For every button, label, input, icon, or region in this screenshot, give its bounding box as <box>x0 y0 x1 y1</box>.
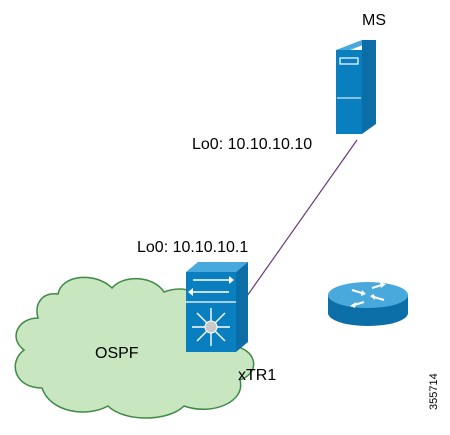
link-ms-xtr1 <box>246 139 358 297</box>
xtr1-loopback-label: Lo0: 10.10.10.1 <box>137 239 248 256</box>
xtr1-label: xTR1 <box>238 367 276 384</box>
ms-label: MS <box>362 12 386 29</box>
ms-loopback-label: Lo0: 10.10.10.10 <box>192 136 312 153</box>
server-icon <box>336 40 376 134</box>
multilayer-switch-icon <box>186 262 248 352</box>
router-icon <box>328 282 408 326</box>
figure-id: 355714 <box>428 373 440 410</box>
cloud-label: OSPF <box>95 345 139 362</box>
